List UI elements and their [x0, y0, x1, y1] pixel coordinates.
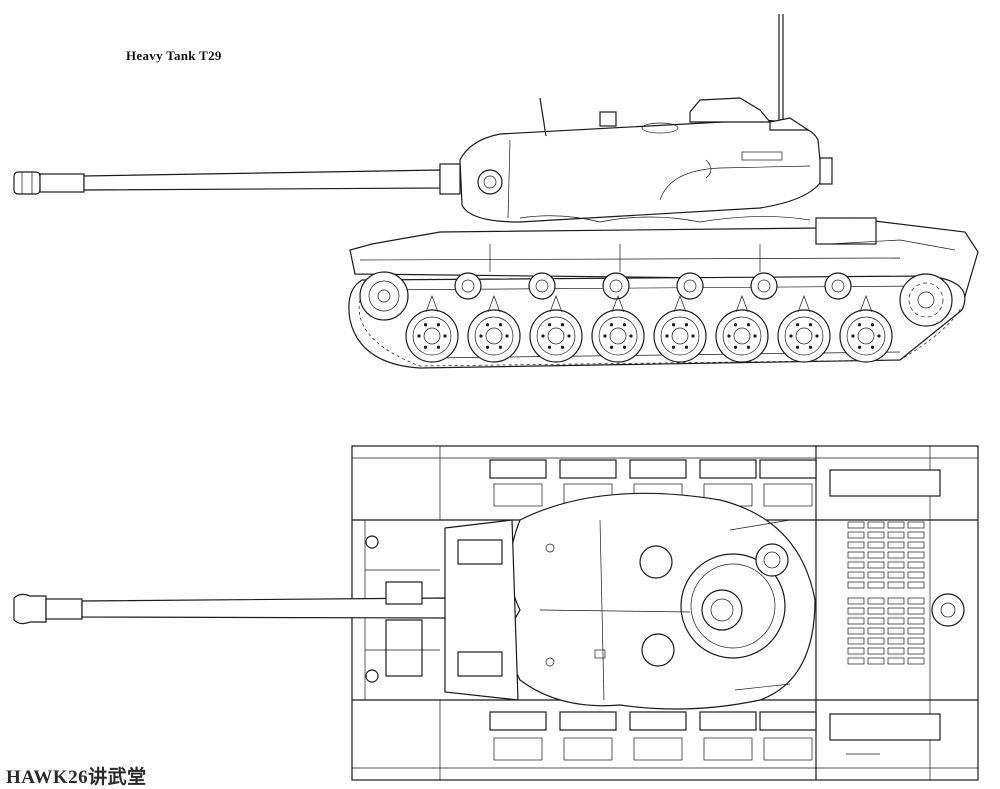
top-front-details [365, 535, 440, 683]
grille-section [847, 597, 865, 665]
grille-section [907, 597, 925, 665]
road-wheel [653, 295, 707, 363]
road-wheel [715, 295, 769, 363]
return-roller [750, 272, 778, 300]
fender-box [489, 459, 547, 507]
top-gun-barrel [13, 593, 447, 625]
side-gun-barrel [13, 163, 461, 195]
fender-box [759, 459, 817, 507]
road-wheel [529, 295, 583, 363]
return-roller [676, 272, 704, 300]
grille-section [907, 521, 925, 589]
fender-box [559, 711, 617, 761]
fender-box [699, 711, 757, 761]
side-turret [459, 97, 833, 223]
road-wheel [839, 295, 893, 363]
side-idler-wheel [359, 271, 409, 321]
fender-stowage [489, 459, 817, 761]
road-wheel [467, 295, 521, 363]
return-roller [454, 272, 482, 300]
engine-deck-grilles [847, 521, 925, 665]
grille-section [867, 597, 885, 665]
fender-box [699, 459, 757, 507]
fender-box [629, 711, 687, 761]
road-wheel [591, 295, 645, 363]
top-turret [444, 492, 816, 710]
return-roller [528, 272, 556, 300]
road-wheels [405, 295, 893, 363]
fender-box [489, 711, 547, 761]
side-drive-sprocket [899, 273, 953, 327]
grille-section [847, 521, 865, 589]
top-rear-details [829, 469, 965, 755]
drawing-title: Heavy Tank T29 [126, 48, 222, 63]
fender-box [759, 711, 817, 761]
road-wheel [777, 295, 831, 363]
grille-section [867, 521, 885, 589]
road-wheel [405, 295, 459, 363]
return-roller [824, 272, 852, 300]
grille-section [887, 521, 905, 589]
return-rollers [454, 272, 852, 300]
watermark: HAWK26讲武堂 [6, 767, 147, 788]
grille-section [887, 597, 905, 665]
return-roller [602, 272, 630, 300]
